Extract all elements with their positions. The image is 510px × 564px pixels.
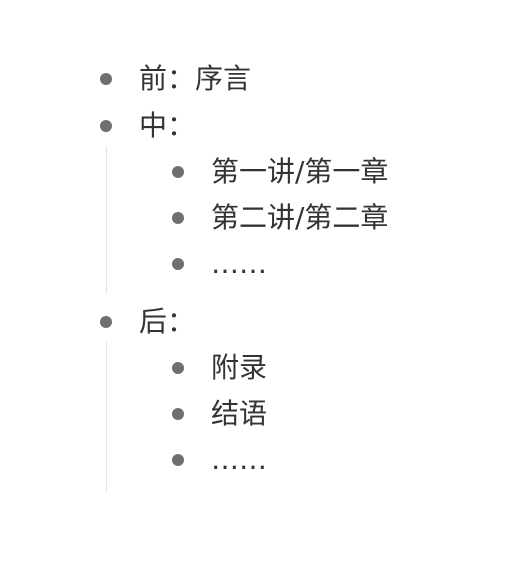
outline-subitem: …… [172, 440, 267, 480]
bullet-icon [100, 73, 112, 85]
outline-subitem: …… [172, 244, 267, 284]
outline-item-label: 前：序言 [139, 62, 252, 95]
outline-subitem: 第二讲/第二章 [172, 198, 388, 238]
outline-subitem-label: …… [211, 247, 267, 280]
outline-item-middle: 中： [100, 106, 195, 146]
outline-item-preface: 前：序言 [100, 59, 251, 99]
outline-subitem-label: 第二讲/第二章 [211, 201, 389, 234]
outline-subitem-label: 结语 [211, 397, 268, 430]
bullet-icon [172, 408, 184, 420]
outline-subitem: 结语 [172, 394, 267, 434]
indent-guide-line [106, 146, 107, 294]
outline-subitem: 附录 [172, 348, 267, 388]
outline-item-back: 后： [100, 302, 195, 342]
bullet-icon [172, 212, 184, 224]
indent-guide-line [106, 342, 107, 492]
outline-subitem-label: …… [211, 443, 267, 476]
bullet-icon [172, 362, 184, 374]
outline-subitem-label: 附录 [211, 351, 268, 384]
outline-item-label: 中： [139, 109, 196, 142]
outline-subitem-label: 第一讲/第一章 [211, 155, 389, 188]
bullet-icon [172, 166, 184, 178]
outline-item-label: 后： [139, 305, 196, 338]
bullet-icon [172, 454, 184, 466]
bullet-icon [172, 258, 184, 270]
outline-subitem: 第一讲/第一章 [172, 152, 388, 192]
bullet-icon [100, 120, 112, 132]
bullet-icon [100, 316, 112, 328]
